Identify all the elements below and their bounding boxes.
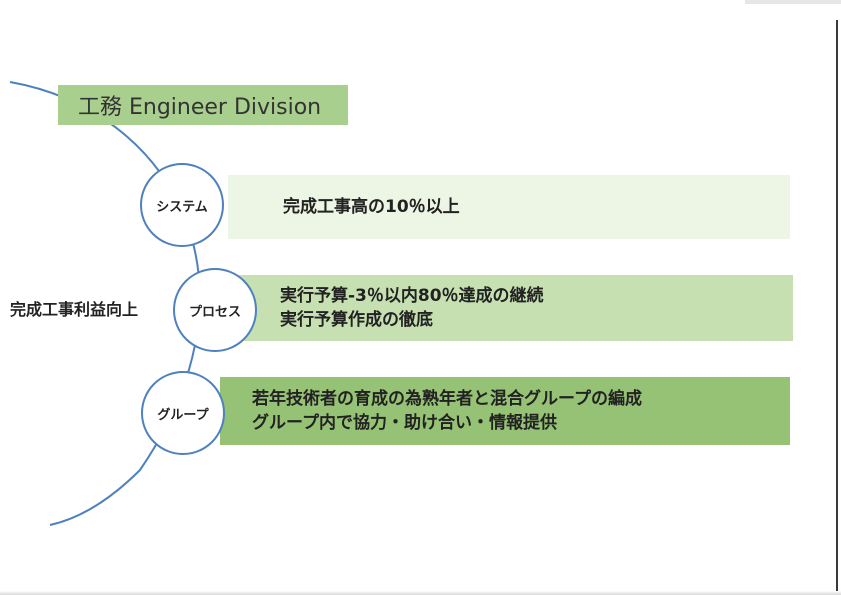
scan-edge-right [836, 20, 838, 595]
band-system-line-1: 完成工事高の10％以上 [283, 197, 460, 217]
band-group-line-1: 若年技術者の育成の為熟年者と混合グループの編成 [252, 389, 642, 409]
band-group: 若年技術者の育成の為熟年者と混合グループの編成 グループ内で協力・助け合い・情報… [220, 377, 790, 445]
side-label: 完成工事利益向上 [10, 300, 139, 319]
scan-edge-bottom [0, 591, 841, 595]
band-process-line-1: 実行予算-3％以内80％達成の継続 [280, 286, 544, 306]
division-title: 工務 Engineer Division [58, 85, 348, 125]
band-system: 完成工事高の10％以上 [228, 175, 790, 239]
node-process: プロセス [173, 268, 257, 352]
node-group-label: グループ [157, 407, 209, 423]
band-process-line-2: 実行予算作成の徹底 [280, 310, 433, 330]
band-group-line-2: グループ内で協力・助け合い・情報提供 [252, 413, 557, 433]
node-process-label: プロセス [188, 304, 241, 320]
node-group: グループ [141, 371, 225, 455]
node-system: システム [140, 163, 224, 247]
band-process: 実行予算-3％以内80％達成の継続 実行予算作成の徹底 [238, 275, 793, 341]
node-system-label: システム [156, 199, 208, 215]
scan-edge-top [745, 0, 841, 4]
